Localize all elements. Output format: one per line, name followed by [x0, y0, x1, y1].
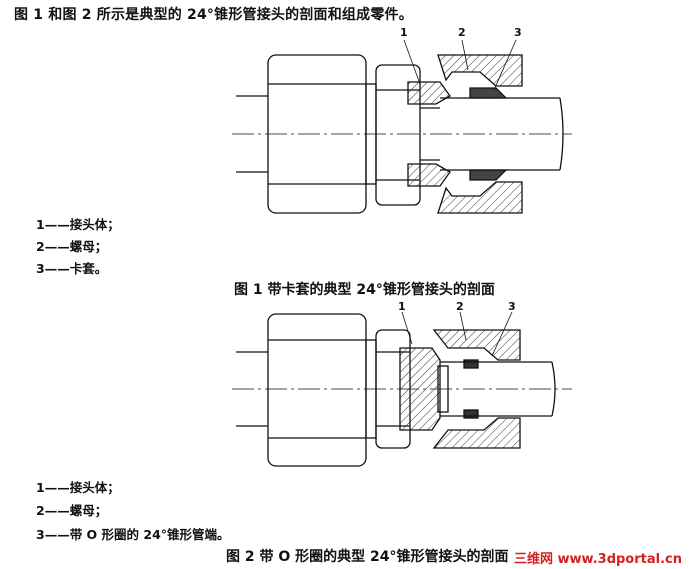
figure1-legend-item-1: 1——接头体；	[36, 217, 120, 232]
figure2-callout-2: 2	[456, 300, 464, 313]
figure1-callout-3: 3	[514, 26, 522, 39]
figure2-caption: 图 2 带 O 形圈的典型 24°锥形管接头的剖面	[226, 549, 509, 565]
figure1-callout-2: 2	[458, 26, 466, 39]
figure1-legend-item-2: 2——螺母；	[36, 239, 108, 254]
figure2-legend-item-1: 1——接头体；	[36, 480, 120, 495]
figure1-drawing	[232, 39, 572, 214]
figure2-legend-item-3: 3——带 O 形圈的 24°锥形管端。	[36, 527, 230, 542]
figure1-caption: 图 1 带卡套的典型 24°锥形管接头的剖面	[234, 282, 495, 298]
figure2-callout-3: 3	[508, 300, 516, 313]
figure2-drawing	[232, 311, 572, 467]
figure2-callout-1: 1	[398, 300, 406, 313]
intro-text: 图 1 和图 2 所示是典型的 24°锥形管接头的剖面和组成零件。	[14, 7, 413, 23]
figure1-callout-1: 1	[400, 26, 408, 39]
figure1-legend-item-3: 3——卡套。	[36, 261, 108, 276]
figure2-legend-item-2: 2——螺母；	[36, 503, 108, 518]
watermark: 三维网 www.3dportal.cn	[511, 548, 684, 567]
